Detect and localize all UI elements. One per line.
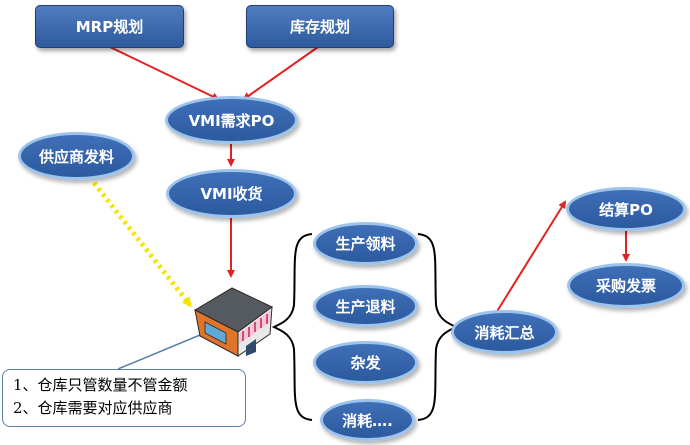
node-production-return[interactable]: 生产退料 — [313, 285, 418, 327]
node-vmi-demand-po[interactable]: VMI需求PO — [165, 96, 298, 144]
node-settlement-po[interactable]: 结算PO — [566, 187, 686, 231]
node-consumption-more[interactable]: 消耗…. — [320, 399, 415, 441]
arrow-summary-to-settle — [495, 200, 567, 314]
node-supplier-shipment[interactable]: 供应商发料 — [18, 132, 135, 180]
node-mrp-planning[interactable]: MRP规划 — [35, 5, 184, 48]
note-line-1: 1、仓库只管数量不管金额 — [13, 376, 188, 394]
node-purchase-invoice[interactable]: 采购发票 — [567, 263, 685, 308]
arrow-mrp-to-vmi-po — [109, 46, 220, 101]
node-consumption-summary[interactable]: 消耗汇总 — [451, 310, 558, 354]
arrow-inventory-to-vmi-po — [242, 46, 319, 101]
brace-left — [271, 233, 313, 421]
brace-right — [417, 233, 459, 421]
note-callout: 1、仓库只管数量不管金额 2、仓库需要对应供应商 — [2, 369, 246, 427]
note-line-2: 2、仓库需要对应供应商 — [13, 399, 173, 417]
warehouse-icon — [193, 287, 273, 357]
node-inventory-planning[interactable]: 库存规划 — [246, 5, 394, 48]
node-misc-issue[interactable]: 杂发 — [313, 341, 418, 384]
node-production-issue[interactable]: 生产领料 — [313, 222, 418, 265]
node-vmi-receipt[interactable]: VMI收货 — [166, 169, 297, 218]
note-pointer — [117, 329, 213, 370]
arrow-supplier-to-warehouse — [92, 181, 192, 308]
